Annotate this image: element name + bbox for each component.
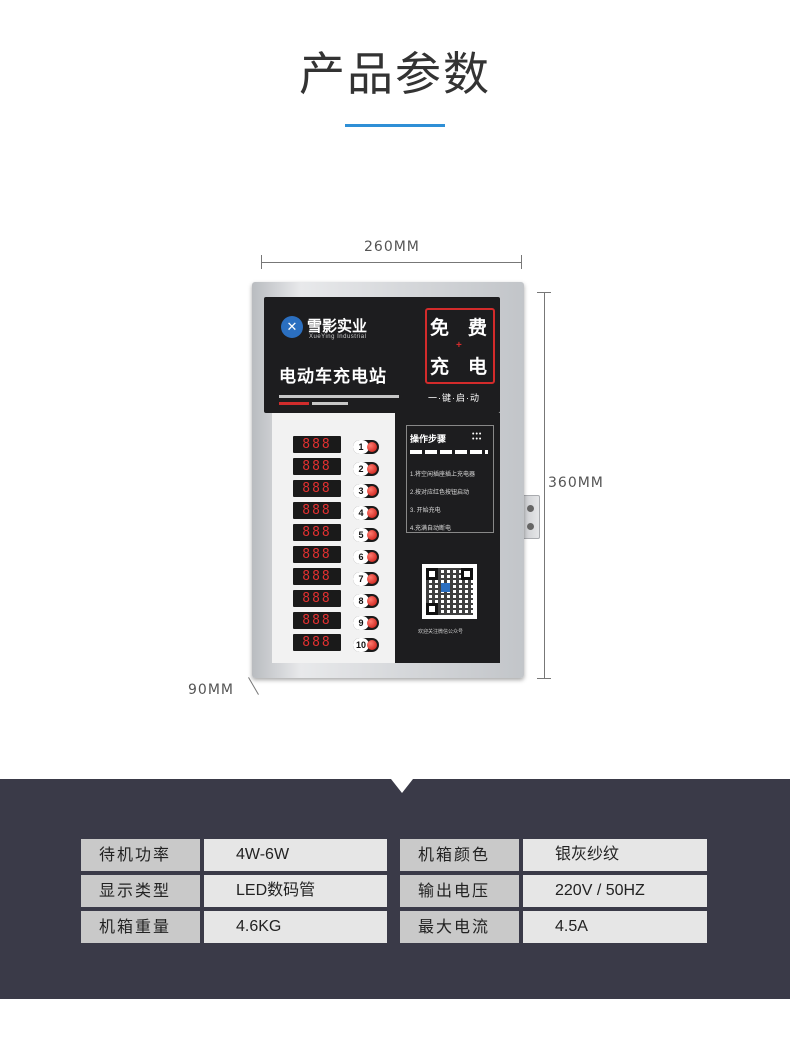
qr-code-icon xyxy=(422,564,477,619)
dots-icon: •••••• xyxy=(472,431,483,443)
brand-name: 雪影实业 xyxy=(307,317,368,335)
red-button-icon xyxy=(367,640,377,650)
led-display: 888 xyxy=(293,458,341,475)
depth-dimension-label: 90MM xyxy=(188,682,234,698)
spec-label: 输出电压 xyxy=(400,875,519,907)
title-underline xyxy=(345,124,445,127)
port-button[interactable]: 7 xyxy=(353,572,379,586)
spec-value: 4.6KG xyxy=(204,911,387,943)
port-number: 4 xyxy=(353,506,369,520)
station-name: 电动车充电站 xyxy=(279,367,387,387)
page-title: 产品参数 xyxy=(299,47,491,101)
port-button[interactable]: 4 xyxy=(353,506,379,520)
port-button[interactable]: 3 xyxy=(353,484,379,498)
red-button-icon xyxy=(367,508,377,518)
plus-icon: + xyxy=(456,340,462,351)
spec-label: 最大电流 xyxy=(400,911,519,943)
led-display: 888 xyxy=(293,546,341,563)
port-button[interactable]: 5 xyxy=(353,528,379,542)
steps-frame xyxy=(406,425,494,533)
depth-dimension-line xyxy=(248,677,259,695)
qr-caption: 欢迎关注微信公众号 xyxy=(418,629,464,635)
spec-value: 银灰纱纹 xyxy=(523,839,707,871)
section-notch xyxy=(391,779,413,793)
led-display: 888 xyxy=(293,524,341,541)
port-button[interactable]: 10 xyxy=(353,638,379,652)
red-button-icon xyxy=(367,574,377,584)
port-number: 10 xyxy=(353,638,369,652)
led-display: 888 xyxy=(293,590,341,607)
step-text: 1.将空闲插座插上充电器 xyxy=(410,472,476,478)
spec-label: 机箱重量 xyxy=(81,911,200,943)
red-button-icon xyxy=(367,464,377,474)
red-button-icon xyxy=(367,618,377,628)
port-button[interactable]: 6 xyxy=(353,550,379,564)
brand-logo-icon: ✕ xyxy=(281,316,303,338)
port-number: 5 xyxy=(353,528,369,542)
height-dimension-tick-bottom xyxy=(537,678,551,679)
spec-label: 待机功率 xyxy=(81,839,200,871)
red-button-icon xyxy=(367,552,377,562)
width-dimension-tick-left xyxy=(261,255,262,269)
led-display: 888 xyxy=(293,634,341,651)
port-button[interactable]: 9 xyxy=(353,616,379,630)
red-button-icon xyxy=(367,530,377,540)
free-char: 电 xyxy=(468,356,488,378)
port-button[interactable]: 2 xyxy=(353,462,379,476)
step-text: 3. 开始充电 xyxy=(410,508,441,514)
port-number: 6 xyxy=(353,550,369,564)
free-char: 费 xyxy=(468,317,488,339)
port-number: 8 xyxy=(353,594,369,608)
device-top-panel xyxy=(264,297,500,413)
red-button-icon xyxy=(367,442,377,452)
width-dimension-label: 260MM xyxy=(364,239,420,255)
spec-value: LED数码管 xyxy=(204,875,387,907)
spec-label: 机箱颜色 xyxy=(400,839,519,871)
red-button-icon xyxy=(367,486,377,496)
mounting-bracket xyxy=(520,495,540,539)
decor-stripe xyxy=(312,402,348,405)
free-charge-box xyxy=(425,308,495,384)
led-display: 888 xyxy=(293,502,341,519)
device-info-panel xyxy=(395,413,500,663)
spec-value: 220V / 50HZ xyxy=(523,875,707,907)
led-display: 888 xyxy=(293,612,341,629)
steps-title: 操作步骤 xyxy=(410,434,447,444)
spec-value: 4W-6W xyxy=(204,839,387,871)
height-dimension-tick-top xyxy=(537,292,551,293)
step-text: 2.按对应红色按钮启动 xyxy=(410,490,470,496)
port-number: 9 xyxy=(353,616,369,630)
led-display: 888 xyxy=(293,436,341,453)
led-display: 888 xyxy=(293,568,341,585)
free-char: 免 xyxy=(430,317,450,339)
red-button-icon xyxy=(367,596,377,606)
height-dimension-label: 360MM xyxy=(548,475,604,491)
width-dimension-tick-right xyxy=(521,255,522,269)
step-text: 4.充满自动断电 xyxy=(410,526,452,532)
height-dimension-line xyxy=(544,292,545,678)
spec-value: 4.5A xyxy=(523,911,707,943)
width-dimension-line xyxy=(261,262,521,263)
brand-english-name: XueYing Industrial xyxy=(309,334,367,340)
one-key-start-text: 一·键·启·动 xyxy=(428,393,480,403)
decor-stripe-red xyxy=(279,402,309,405)
port-number: 1 xyxy=(353,440,369,454)
free-char: 充 xyxy=(430,356,450,378)
port-number: 3 xyxy=(353,484,369,498)
port-number: 2 xyxy=(353,462,369,476)
led-display: 888 xyxy=(293,480,341,497)
decor-stripe xyxy=(279,395,399,398)
port-button[interactable]: 8 xyxy=(353,594,379,608)
port-button[interactable]: 1 xyxy=(353,440,379,454)
port-number: 7 xyxy=(353,572,369,586)
steps-divider xyxy=(410,450,488,454)
spec-label: 显示类型 xyxy=(81,875,200,907)
